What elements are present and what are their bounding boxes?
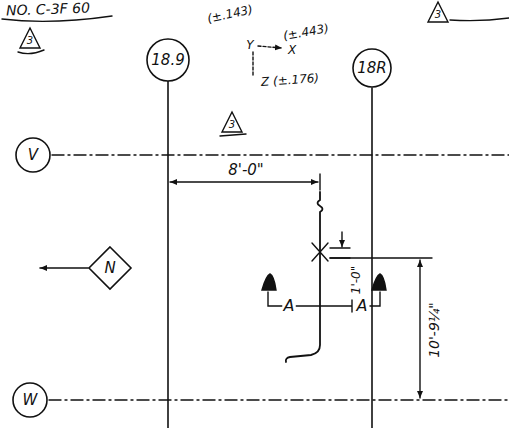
grid-bubble: V (15, 137, 51, 173)
grid-label: 18.9 (151, 53, 184, 68)
grid-label: V (28, 148, 38, 163)
drawing-number: NO. C-3F 60 (5, 1, 91, 18)
tolerance-note: (±.143) (205, 3, 255, 25)
revision-number: 3 (26, 36, 34, 46)
dimension-line (170, 181, 318, 182)
dimension-text: 10'-9¼" (427, 301, 441, 359)
section-flag (262, 274, 276, 290)
grid-label: 18R (357, 61, 387, 76)
axis-label: Y (245, 39, 254, 51)
grid-label: W (23, 393, 38, 408)
axis-line (252, 52, 253, 76)
north-diamond: N (88, 246, 132, 290)
dimension-text: 1'-0" (350, 265, 362, 295)
revision-triangle (20, 28, 40, 48)
tolerance-note: Z (±.176) (260, 72, 321, 88)
grid-bubble: 18.9 (146, 38, 190, 82)
section-mark: A (283, 298, 296, 314)
extension-line (330, 257, 432, 258)
grid-line (52, 154, 509, 155)
pipe-run (286, 192, 323, 362)
grid-line (167, 79, 169, 428)
tolerance-note: (±.443) (281, 22, 330, 42)
revision-underline (220, 134, 246, 136)
section-flag (372, 274, 386, 290)
section-line (268, 292, 282, 306)
revision-number: 3 (434, 10, 442, 20)
revision-underline (18, 50, 44, 54)
section-line (296, 300, 352, 312)
grid-line (49, 399, 509, 400)
grid-label: N (104, 261, 115, 276)
section-mark: A (356, 298, 369, 314)
extension-line (330, 248, 350, 258)
dimension-text: 8'-0" (227, 163, 265, 178)
revision-triangle (222, 112, 242, 132)
axis-label: X (287, 44, 297, 56)
section-line (370, 292, 380, 306)
grid-bubble: W (12, 382, 48, 418)
dimension-line (419, 260, 420, 398)
north-arrow-line (40, 267, 88, 269)
axis-line (258, 46, 282, 48)
point-mark (312, 243, 328, 261)
revision-triangle (428, 2, 448, 22)
grid-bubble: 18R (352, 48, 392, 88)
revision-underline (450, 18, 509, 21)
dimension-line (341, 232, 342, 247)
revision-number: 3 (228, 120, 236, 130)
extension-line (319, 174, 320, 190)
